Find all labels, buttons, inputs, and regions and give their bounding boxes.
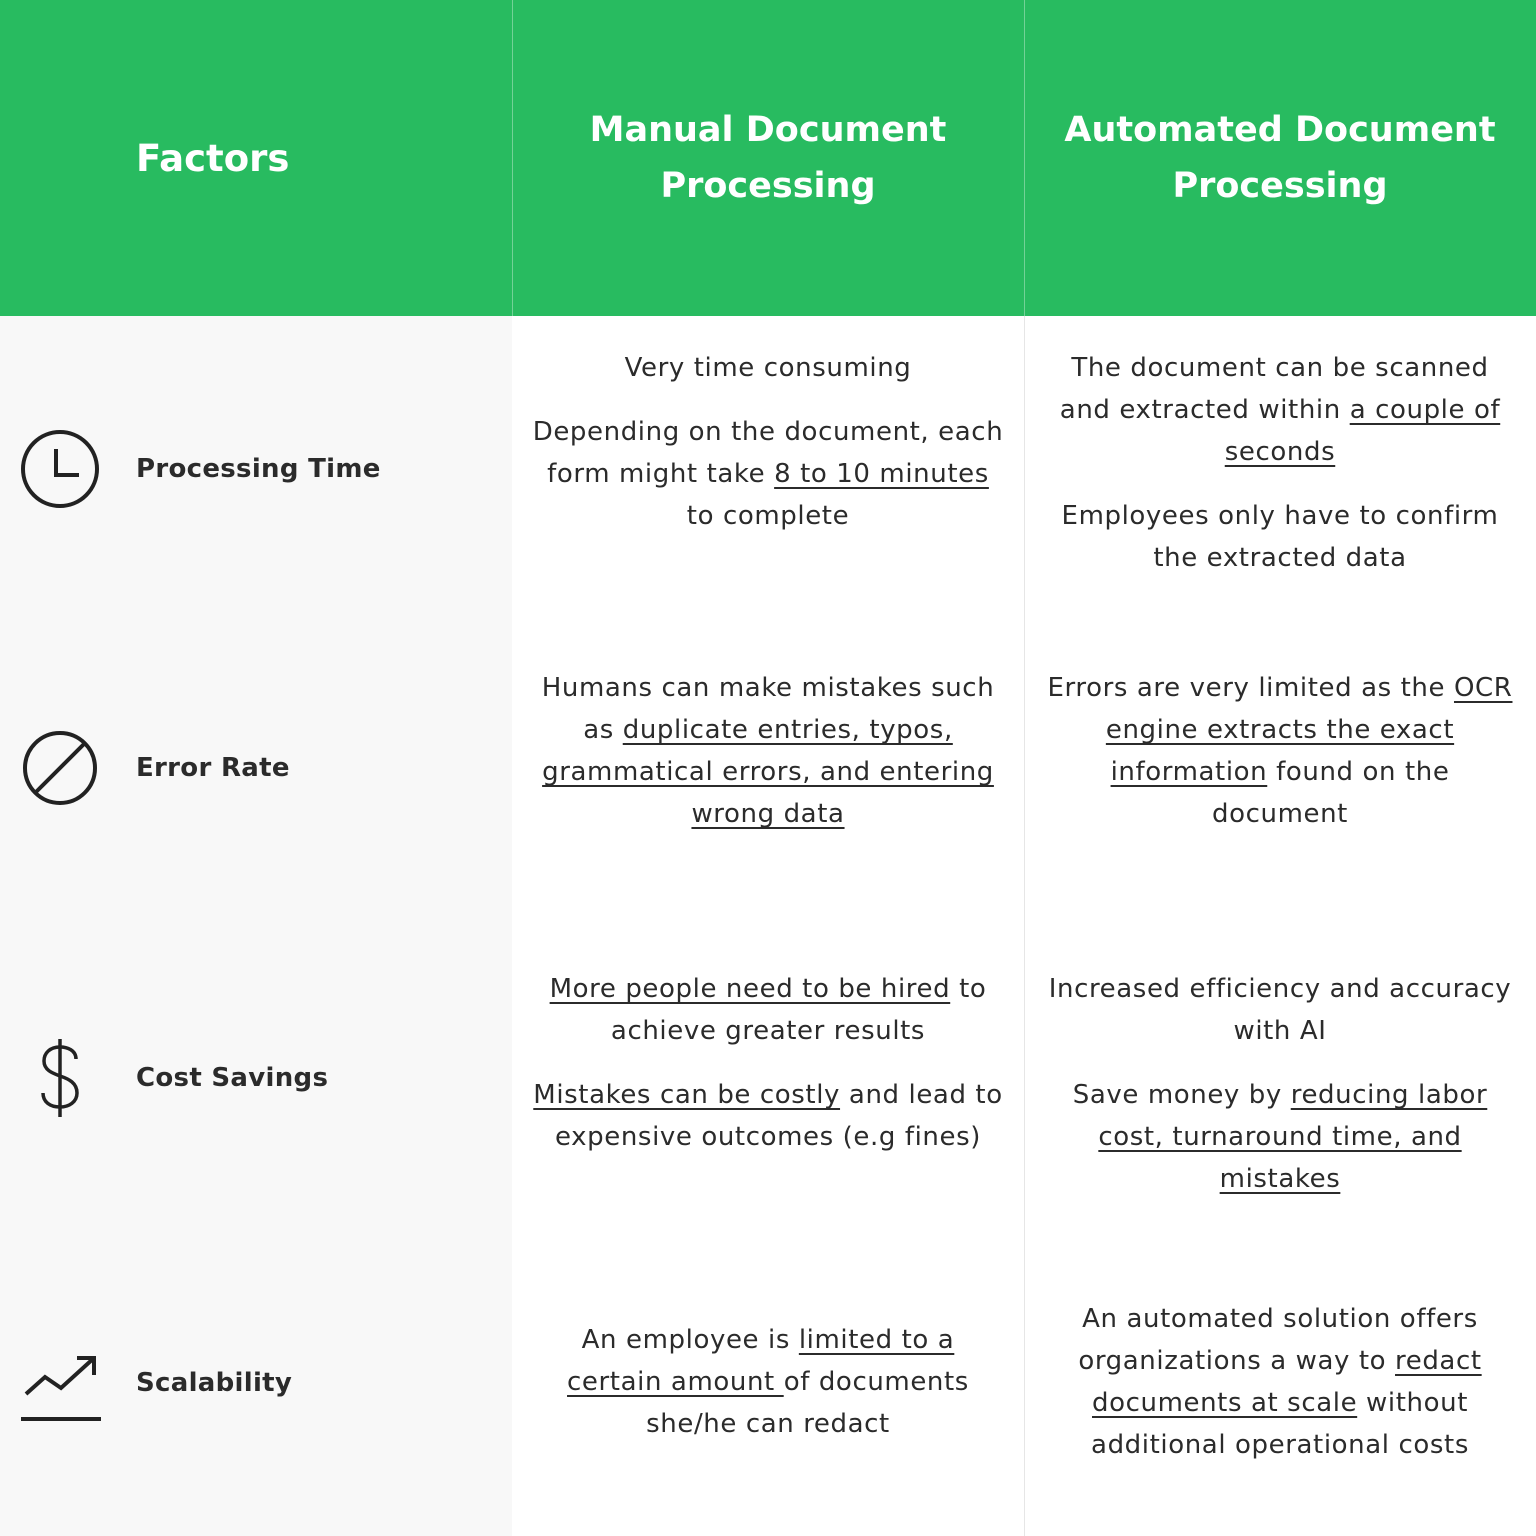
automated-cell-error-rate: Errors are very limited as the OCR engin… <box>1044 667 1516 835</box>
header-factors: Factors <box>136 136 290 180</box>
header-manual: Manual Document Processing <box>512 0 1024 316</box>
header-automated-label: Automated Document Processing <box>1064 110 1496 206</box>
automated-cell-cost-savings: Increased efficiency and accuracy with A… <box>1044 968 1516 1200</box>
cell-paragraph: Depending on the document, each form mig… <box>532 417 1004 531</box>
clock-icon <box>21 430 99 508</box>
header-automated: Automated Document Processing <box>1024 0 1536 316</box>
manual-cell-error-rate: Humans can make mistakes such as duplica… <box>532 667 1004 835</box>
underlined-phrase: a couple of seconds <box>1224 395 1501 467</box>
trending-up-icon <box>21 1356 101 1421</box>
column-divider <box>1024 316 1025 1536</box>
cell-paragraph: Employees only have to confirm the extra… <box>1061 501 1499 573</box>
cell-paragraph: Errors are very limited as the OCR engin… <box>1047 673 1513 829</box>
underlined-phrase: More people need to be hired <box>549 974 951 1004</box>
underlined-phrase: redact documents at scale <box>1092 1346 1482 1418</box>
factor-label-processing-time: Processing Time <box>136 454 381 484</box>
cell-paragraph: Mistakes can be costly and lead to expen… <box>533 1080 1003 1152</box>
automated-cell-scalability: An automated solution offers organizatio… <box>1044 1298 1516 1466</box>
underlined-phrase: 8 to 10 minutes <box>774 459 989 489</box>
table-header: Factors Manual Document Processing Autom… <box>0 0 1536 316</box>
manual-cell-cost-savings: More people need to be hired to achieve … <box>532 968 1004 1158</box>
prohibited-icon <box>23 731 97 805</box>
header-divider <box>512 0 513 316</box>
automated-cell-processing-time: The document can be scanned and extracte… <box>1044 347 1516 579</box>
manual-cell-scalability: An employee is limited to a certain amou… <box>532 1319 1004 1445</box>
header-divider <box>1024 0 1025 316</box>
cell-paragraph: Humans can make mistakes such as duplica… <box>541 673 995 829</box>
underlined-phrase: duplicate entries, typos, grammatical er… <box>542 715 994 829</box>
factor-label-scalability: Scalability <box>136 1368 293 1398</box>
cell-paragraph: More people need to be hired to achieve … <box>549 974 987 1046</box>
cell-paragraph: Increased efficiency and accuracy with A… <box>1048 974 1512 1046</box>
cell-paragraph: Save money by reducing labor cost, turna… <box>1072 1080 1488 1194</box>
cell-paragraph: An automated solution offers organizatio… <box>1078 1304 1482 1460</box>
dollar-icon <box>41 1039 79 1117</box>
factors-column <box>0 316 512 1536</box>
cell-paragraph: An employee is limited to a certain amou… <box>567 1325 969 1439</box>
underlined-phrase: reducing labor cost, turnaround time, an… <box>1098 1080 1488 1194</box>
header-manual-label: Manual Document Processing <box>589 110 947 206</box>
factor-label-error-rate: Error Rate <box>136 753 290 783</box>
underlined-phrase: limited to a certain amount <box>567 1325 955 1397</box>
underlined-phrase: OCR engine extracts the exact informatio… <box>1105 673 1513 787</box>
factor-label-cost-savings: Cost Savings <box>136 1063 329 1093</box>
cell-paragraph: The document can be scanned and extracte… <box>1059 353 1501 467</box>
underlined-phrase: Mistakes can be costly <box>533 1080 841 1110</box>
cell-paragraph: Very time consuming <box>624 353 912 383</box>
